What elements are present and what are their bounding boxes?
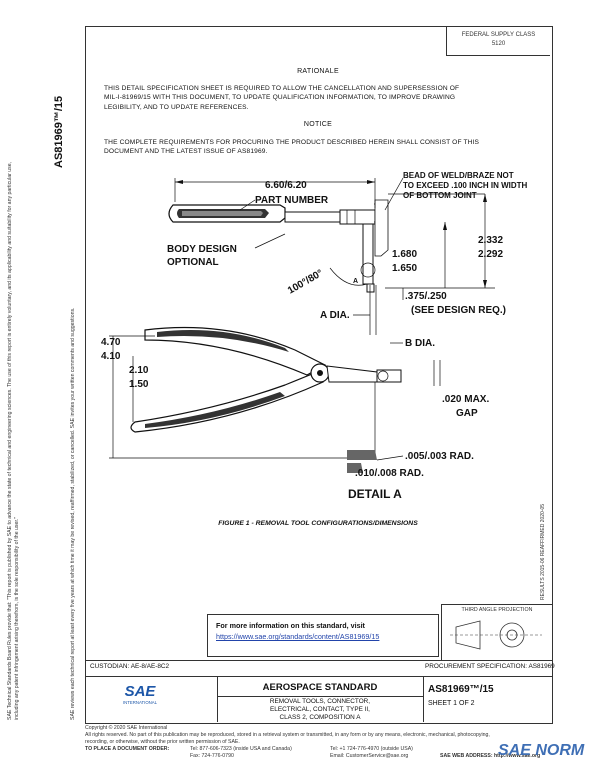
footer-fax: Fax: 724-776-0790 <box>190 753 234 759</box>
title-block-divider-right <box>423 677 424 722</box>
sae-logo-subtitle: INTERNATIONAL <box>122 700 158 705</box>
federal-supply-class-box: FEDERAL SUPPLY CLASS 5120 <box>446 26 550 56</box>
custodian-top-line <box>85 660 552 661</box>
aerospace-standard-heading: AEROSPACE STANDARD <box>217 680 423 697</box>
detail-marker-a: A <box>353 278 358 285</box>
removal-tool-drawing: 6.60/6.20 PART NUMBER BODY DESIGN OPTION… <box>101 171 528 501</box>
rationale-heading: RATIONALE <box>297 68 339 75</box>
b-dia-label: B DIA. <box>405 338 435 349</box>
see-design-label: (SEE DESIGN REQ.) <box>411 305 506 316</box>
title-block-divider-left <box>217 677 218 722</box>
straight-tool-illustration <box>168 199 389 293</box>
right-side-revision-text: RESULTS 2015-06 REAFFIRMED 2020-05 <box>540 503 546 600</box>
footer-rights: All rights reserved. No part of this pub… <box>85 732 490 738</box>
custodian-text: CUSTODIAN: AE-8/AE-8C2 <box>90 663 170 670</box>
body-design-optional-label: OPTIONAL <box>167 257 219 268</box>
document-frame <box>85 26 553 724</box>
dim-150: 1.50 <box>129 379 149 390</box>
third-angle-projection-box: THIRD ANGLE PROJECTION <box>441 604 552 661</box>
footer-email: Email: CustomerService@sae.org <box>330 753 409 759</box>
bead-note-2: TO EXCEED .100 INCH IN WIDTH <box>403 181 528 190</box>
info-box: For more information on this standard, v… <box>207 614 439 657</box>
footer-web[interactable]: SAE WEB ADDRESS: http://www.sae.org <box>440 753 541 759</box>
angle-label: 100°/80° <box>286 268 325 297</box>
notice-heading: NOTICE <box>303 121 333 128</box>
sheet-number: SHEET 1 OF 2 <box>428 700 475 707</box>
left-notice-review: SAE reviews each technical report at lea… <box>70 307 76 721</box>
length-dim-label: 6.60/6.20 <box>265 180 307 191</box>
dim-2292: 2.292 <box>478 249 503 260</box>
dim-1680: 1.680 <box>392 249 417 260</box>
sae-logo-text: SAE <box>124 683 156 700</box>
gap-label-2: GAP <box>456 408 478 419</box>
custodian-bottom-line <box>85 676 552 677</box>
figure-caption: FIGURE 1 - REMOVAL TOOL CONFIGURATIONS/D… <box>218 520 418 527</box>
part-number-label: PART NUMBER <box>255 195 329 206</box>
dia-375-label: .375/.250 <box>405 291 447 302</box>
dim-470: 4.70 <box>101 337 121 348</box>
rationale-text: THIS DETAIL SPECIFICATION SHEET IS REQUI… <box>104 85 460 111</box>
document-number: AS81969™/15 <box>428 684 494 695</box>
fsc-value: 5120 <box>491 41 506 47</box>
procurement-text: PROCUREMENT SPECIFICATION: AS81969 <box>425 663 555 670</box>
footer-tel: Tel: 877-606-7323 (inside USA and Canada… <box>190 746 292 752</box>
footer-tel-2: Tel: +1 724-776-4970 (outside USA) <box>330 746 413 752</box>
detail-a-title: DETAIL A <box>348 487 402 501</box>
rad-label-2: .010/.008 RAD. <box>355 468 424 479</box>
pliers-tool-illustration <box>130 326 402 433</box>
sae-logo: SAE INTERNATIONAL <box>118 684 162 714</box>
watermark-logo: SAE NORM <box>498 742 585 759</box>
notice-text: THE COMPLETE REQUIREMENTS FOR PROCURING … <box>104 139 480 156</box>
dim-210: 2.10 <box>129 365 149 376</box>
left-notice-text: SAE Technical Standards Board Rules prov… <box>7 161 20 720</box>
fsc-label: FEDERAL SUPPLY CLASS <box>461 32 536 38</box>
document-title: REMOVAL TOOLS, CONNECTOR, ELECTRICAL, CO… <box>269 698 371 721</box>
a-dia-label: A DIA. <box>320 310 350 321</box>
dim-410: 4.10 <box>101 351 121 362</box>
detail-a-illustration <box>347 450 377 473</box>
projection-symbol-icon <box>450 620 542 650</box>
side-document-code: AS81969™/15 <box>53 95 65 168</box>
footer-copyright: Copyright © 2020 SAE International <box>85 725 168 731</box>
third-angle-label: THIRD ANGLE PROJECTION <box>461 607 533 613</box>
gap-label-1: .020 MAX. <box>442 394 489 405</box>
bead-note-1: BEAD OF WELD/BRAZE NOT <box>403 171 514 180</box>
dim-1650: 1.650 <box>392 263 417 274</box>
body-design-label: BODY DESIGN <box>167 244 237 255</box>
rad-label-1: .005/.003 RAD. <box>405 451 474 462</box>
footer-rights-2: recording, or otherwise, without the pri… <box>85 739 240 745</box>
footer-order-label: TO PLACE A DOCUMENT ORDER: <box>85 746 170 752</box>
bead-note-3: OF BOTTOM JOINT <box>403 191 477 200</box>
dim-2332: 2.332 <box>478 235 503 246</box>
standard-link[interactable]: https://www.sae.org/standards/content/AS… <box>216 632 380 641</box>
info-box-heading: For more information on this standard, v… <box>216 621 365 630</box>
